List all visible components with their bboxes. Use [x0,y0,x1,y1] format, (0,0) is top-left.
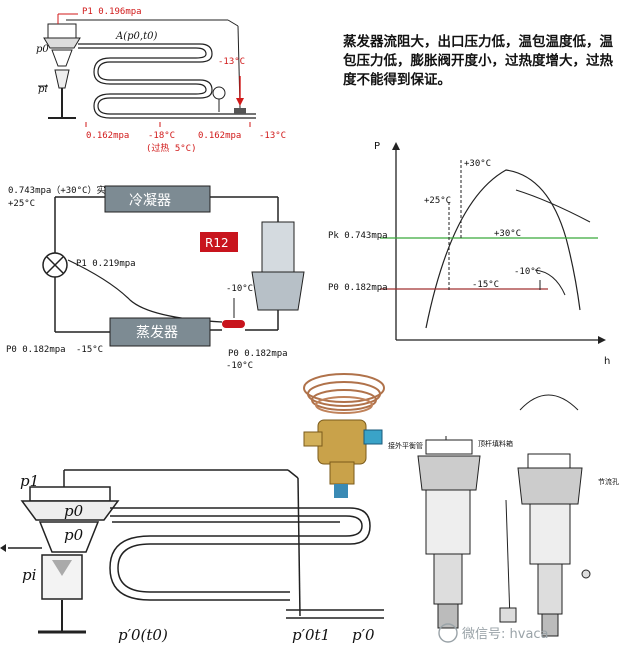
valve-cutaway-drawings [417,394,591,637]
ph-t15: -15°C [472,280,499,290]
top-inlet-pressure: 0.162mpa [86,131,129,141]
top-pi-label: pi [38,84,48,95]
txv-valve-photo [303,373,385,498]
bulb-icon [222,320,245,328]
condenser-box [104,185,211,213]
bottom-label-2: p′0t1 [292,626,330,644]
photo-label-right: 节流孔 [598,477,619,486]
ph-t25: +25°C [424,196,451,206]
photo-label-middle: 顶杆填料箱 [478,439,513,448]
watermark-text: 微信号: hvaca [462,627,549,642]
ph-t10: -10°C [514,267,541,277]
r12-label: R12 [205,236,229,250]
saturation-dome [425,169,581,329]
outlet-temp: -10°C [226,361,253,371]
r12-box [200,232,238,252]
outlet-pressure: P0 0.182mpa [228,349,288,359]
condenser-label: 冷凝器 [129,193,171,209]
wechat-icon [438,623,458,643]
bottom-p0a-label: p0 [64,502,84,520]
top-bulb-temp: -13°C [218,57,245,67]
ph-t30-top: +30°C [464,159,491,169]
refrigeration-cycle-diagram [42,185,305,347]
ph-x-axis-label: h [604,356,610,367]
top-outlet-pressure: 0.162mpa [198,131,241,141]
condensing-temp: +25°C [8,199,35,209]
top-p1-label: P1 0.196mpa [82,7,142,17]
bottom-label-1: p′0(t0) [118,626,168,644]
ph-diagram [380,142,606,344]
top-inlet-temp: -18°C [148,131,175,141]
photo-label-left: 接外平衡管 [388,441,423,450]
evaporator-box [109,317,211,347]
evaporator-label: 蒸发器 [136,325,178,341]
bottom-valve-diagram [0,469,384,634]
pressure-gauge-icon [212,86,226,100]
point-a-label: A(p0,t0) [115,31,157,42]
top-left-valve-diagram [38,13,256,127]
ph-p0-label: P0 0.182mpa [328,283,388,293]
compressor-top [261,221,295,273]
bottom-pi-label: pi [22,566,37,584]
evap-temp: -15°C [76,345,103,355]
evap-pressure: P0 0.182mpa [6,345,66,355]
bottom-p0b-label: p0 [64,526,84,544]
explanation-note: 蒸发器流阻大，出口压力低，温包温度低，温包压力低，膨胀阀开度小，过热度增大，过热… [343,34,613,88]
top-outlet-temp: -13°C [259,131,286,141]
condensing-pressure: 0.743mpa（+30°C）实 [8,184,105,196]
bulb-housing [47,23,77,39]
top-superheat: (过热 5°C) [146,142,197,154]
ph-y-axis-label: P [374,141,380,152]
cycle-bulb-temp: -10°C [226,284,253,294]
compressor-body [251,271,305,311]
ph-pk-label: Pk 0.743mpa [328,231,388,241]
bottom-label-3: p′0 [352,626,375,644]
cycle-p1-label: P1 0.219mpa [76,259,136,269]
top-p0-label: p0 [36,44,49,55]
ph-t30-line: +30°C [494,229,521,239]
bottom-p1-label: p1 [20,472,39,490]
